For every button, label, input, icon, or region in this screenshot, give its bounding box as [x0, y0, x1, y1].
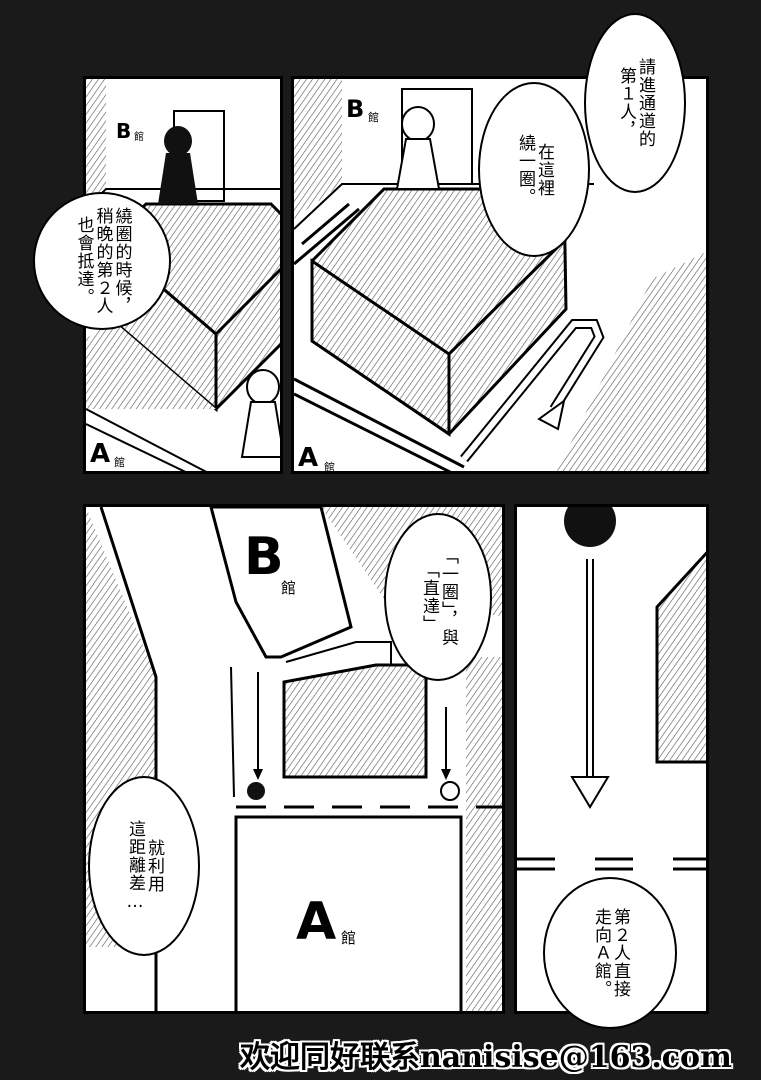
pawn-black-icon: [158, 126, 198, 204]
pawn-black-icon: [564, 507, 616, 547]
building-a-suffix: 館: [114, 456, 125, 469]
building-b-label: B: [346, 95, 365, 123]
building-a-label: A: [90, 439, 111, 469]
building-a-label: A: [296, 892, 337, 952]
speech-bubble-enter-passage: 請進通道的 第１人，: [584, 13, 686, 193]
building-a-suffix: 館: [324, 461, 335, 474]
building-b-suffix: 館: [281, 579, 297, 597]
panel-1: B 館 A 館: [83, 76, 283, 474]
pawn-white-icon: [395, 106, 441, 190]
building-b-label: B: [116, 119, 132, 143]
building-a-suffix: 館: [341, 929, 357, 947]
speech-bubble-second-person-direct: 第２人直接 走向Ａ館。: [543, 877, 677, 1029]
panel-4: [514, 504, 709, 1014]
building-b-label: B: [244, 527, 284, 587]
speech-bubble-loop-here: 在這裡 繞一圈。: [478, 82, 590, 257]
speech-bubble-loop-arrival: 繞圈的時候， 稍晚的第２人 也會抵達。: [33, 192, 171, 330]
speech-bubble-distance-difference: 就利用 這距離差…: [88, 776, 200, 956]
speech-bubble-loop-vs-direct: 「一圈」，與 「直達」: [384, 513, 492, 681]
building-b-suffix: 館: [134, 132, 144, 143]
pawn-black-icon: [247, 782, 265, 800]
contact-watermark: 欢迎同好联系nanisise@163.com: [240, 1040, 732, 1075]
pawn-white-icon: [440, 781, 460, 801]
pawn-white-icon: [240, 369, 280, 458]
building-b-suffix: 館: [368, 111, 379, 124]
building-a-label: A: [298, 443, 319, 473]
